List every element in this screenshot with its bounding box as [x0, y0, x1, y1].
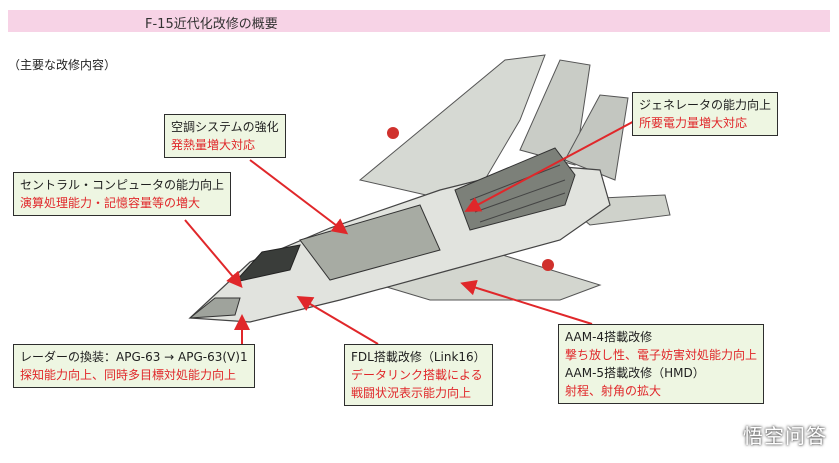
page-title: F-15近代化改修の概要: [145, 17, 278, 32]
aam5-detail: 射程、射角の拡大: [565, 384, 662, 398]
radar-detail: 探知能力向上、同時多目標対処能力向上: [20, 368, 237, 382]
generator-detail: 所要電力量増大対応: [639, 116, 748, 130]
fdl-head: FDL搭載改修（Link16）: [351, 350, 486, 364]
computer-head: セントラル・コンピュータの能力向上: [20, 178, 225, 192]
arrow-fdl: [296, 295, 379, 345]
insignia-wing: [387, 127, 399, 139]
aircon-head: 空調システムの強化: [171, 120, 279, 134]
fdl-detail-2: 戦闘状況表示能力向上: [351, 386, 472, 400]
watermark-text: 悟空问答: [743, 424, 827, 448]
callout-aircon: 空調システムの強化 発熱量増大対応: [164, 114, 286, 158]
generator-head: ジェネレータの能力向上: [639, 98, 772, 112]
arrow-aam: [460, 279, 593, 325]
callout-generator: ジェネレータの能力向上 所要電力量増大対応: [632, 92, 779, 136]
arrow-aircon: [249, 159, 349, 235]
cockpit-canopy: [233, 244, 301, 283]
radome: [188, 297, 241, 319]
arrow-computer: [184, 219, 243, 289]
aam4-detail: 撃ち放し性、電子妨害対処能力向上: [565, 348, 758, 362]
callout-radar: レーダーの換装：APG-63 → APG-63(V)1 探知能力向上、同時多目標…: [13, 344, 255, 388]
aam4-head: AAM-4搭載改修: [565, 330, 653, 344]
fdl-detail-1: データリンク搭載による: [351, 368, 483, 382]
radar-head: レーダーの換装：APG-63 → APG-63(V)1: [20, 350, 248, 364]
subtitle: （主要な改修内容）: [8, 58, 117, 72]
title-band: [8, 10, 830, 32]
callout-aam: AAM-4搭載改修 撃ち放し性、電子妨害対処能力向上 AAM-5搭載改修（HMD…: [558, 324, 765, 404]
computer-detail: 演算処理能力・記憶容量等の増大: [20, 196, 201, 210]
internal-cutaway: [299, 204, 441, 281]
aircon-detail: 発熱量増大対応: [171, 138, 256, 152]
callout-fdl: FDL搭載改修（Link16） データリンク搭載による 戦闘状況表示能力向上: [344, 344, 493, 406]
insignia-near-wing: [542, 259, 554, 271]
callout-computer: セントラル・コンピュータの能力向上 演算処理能力・記憶容量等の増大: [13, 172, 232, 216]
arrow-generator: [464, 117, 641, 212]
aam5-head: AAM-5搭載改修（HMD）: [565, 366, 705, 380]
